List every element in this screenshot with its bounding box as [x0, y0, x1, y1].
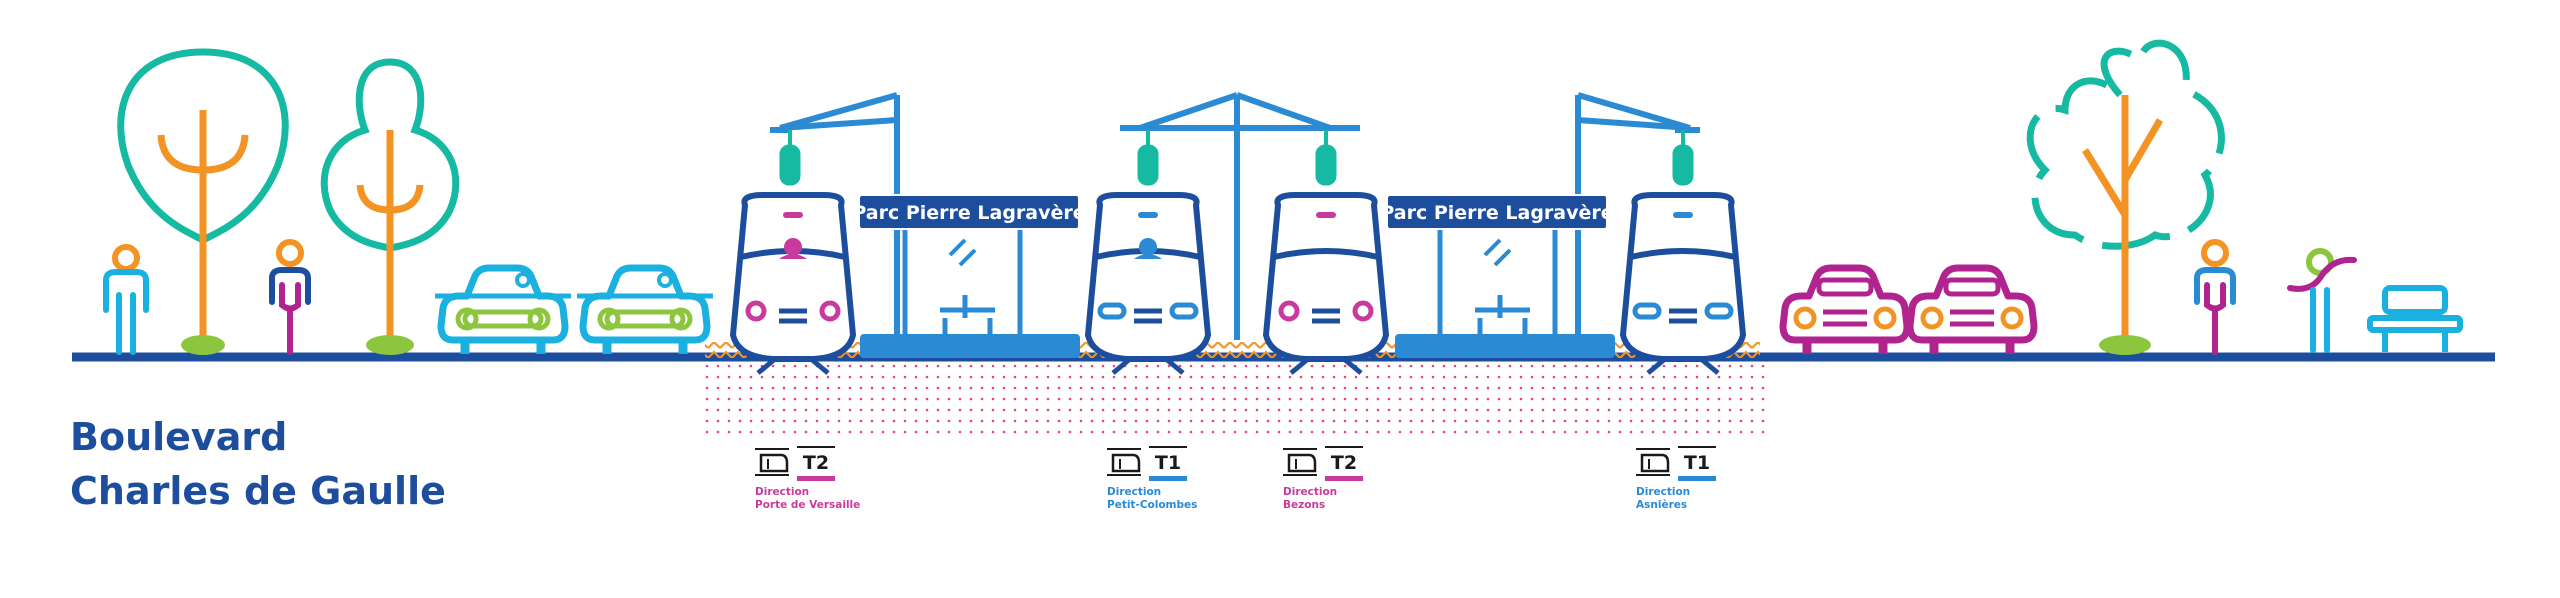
direction-destination: Petit-Colombes — [1107, 499, 1197, 511]
tree-icon — [117, 48, 289, 355]
line-color-bar — [1149, 476, 1187, 481]
direction-label: Direction — [1283, 486, 1337, 498]
direction-label: Direction — [1636, 486, 1690, 498]
line-number: T2 — [803, 452, 829, 474]
line-color-bar — [797, 476, 835, 481]
direction-label: Direction — [1107, 486, 1161, 498]
shelter-icon — [1437, 228, 1558, 334]
tree-icon — [2026, 39, 2225, 355]
pedestrian-icon — [103, 244, 149, 355]
tram-pictogram-icon — [1283, 448, 1317, 476]
direction-destination: Asnières — [1636, 499, 1687, 511]
line-color-bar — [1325, 476, 1363, 481]
tram-pictogram-icon — [1107, 448, 1141, 476]
pedestrian-icon — [2287, 248, 2357, 353]
platform — [860, 334, 1615, 358]
tram-icon — [733, 195, 853, 373]
line-number: T1 — [1155, 452, 1181, 474]
station-name: Parc Pierre Lagravère — [1380, 202, 1613, 224]
bench-icon — [2367, 285, 2463, 352]
direction-destination: Porte de Versaille — [755, 499, 860, 511]
tram-icon — [1088, 195, 1208, 373]
shelter-icon — [902, 228, 1023, 334]
tram-pictogram-icon — [755, 448, 789, 476]
line-number: T2 — [1331, 452, 1357, 474]
pantograph-icon — [779, 130, 1694, 186]
street-name: Boulevard Charles de Gaulle — [70, 410, 446, 518]
direction-label: Direction — [755, 486, 809, 498]
street-name-line: Boulevard — [70, 415, 288, 459]
station-sign: Parc Pierre Lagravère — [1380, 194, 1614, 230]
direction-destination: Bezons — [1283, 499, 1325, 511]
tram-icon — [1623, 195, 1743, 373]
tree-icon — [320, 58, 460, 355]
catenary-pole-icon — [1120, 92, 1360, 340]
cyclist-icon — [269, 239, 311, 355]
tram-icon — [1266, 195, 1386, 373]
car-icon — [1783, 268, 1907, 354]
car-icon — [577, 268, 713, 354]
car-icon — [435, 268, 571, 354]
station-name: Parc Pierre Lagravère — [852, 202, 1085, 224]
tram-pictogram-icon — [1636, 448, 1670, 476]
tram-platform-zone — [705, 362, 1765, 437]
line-number: T1 — [1684, 452, 1710, 474]
car-icon — [1910, 268, 2034, 354]
cyclist-icon — [2194, 239, 2236, 355]
line-color-bar — [1678, 476, 1716, 481]
station-sign: Parc Pierre Lagravère — [852, 194, 1086, 230]
street-name-line: Charles de Gaulle — [70, 469, 446, 513]
